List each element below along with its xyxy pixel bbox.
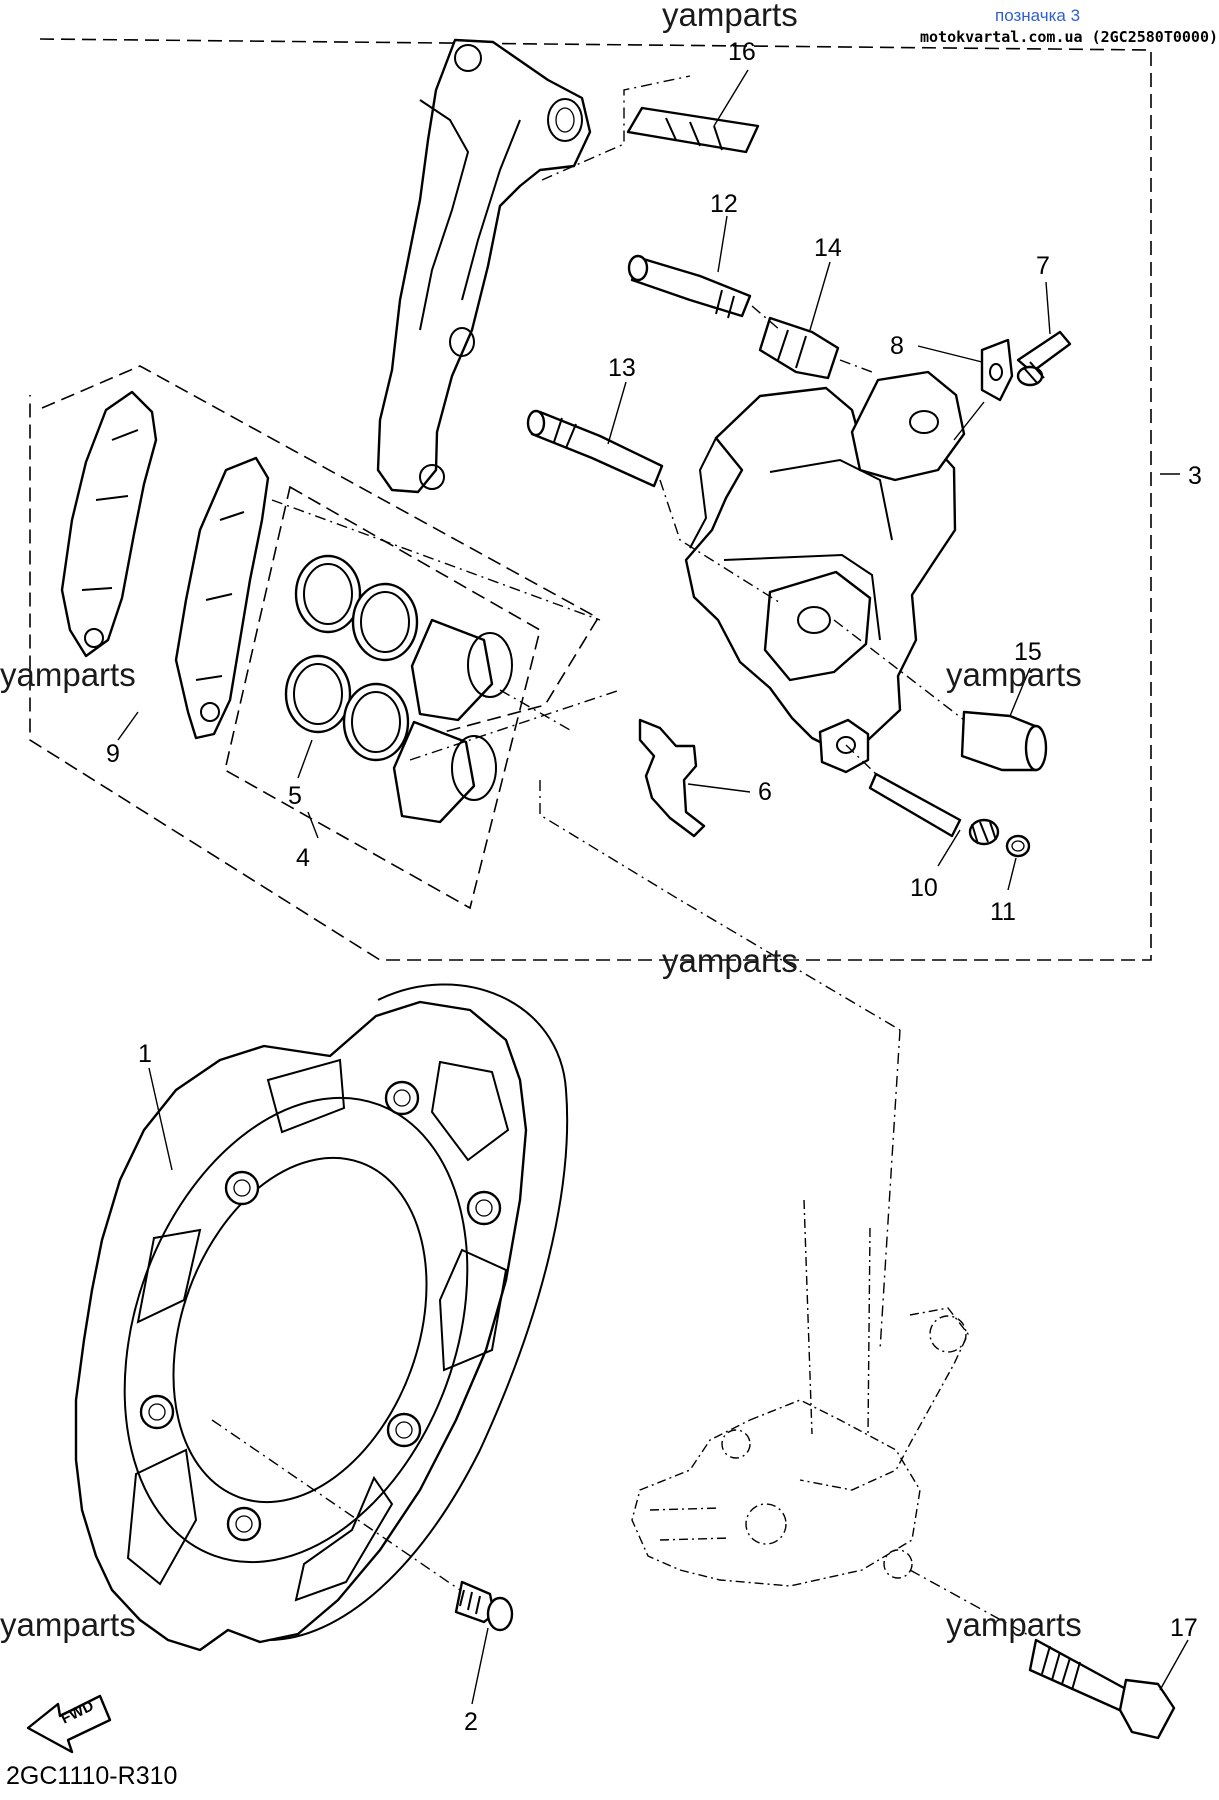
pin-boot-14 — [758, 316, 840, 380]
leader-caliper-to-fork — [539, 780, 901, 1031]
watermark: yamparts — [0, 656, 136, 693]
disc-bolt — [454, 1580, 514, 1632]
callout-13: 13 — [608, 354, 636, 382]
fork-leg-phantom — [631, 1199, 969, 1587]
leader-2 — [471, 1627, 489, 1705]
seal-kit-boundary — [224, 485, 541, 910]
callout-10: 10 — [910, 874, 938, 902]
leader-4 — [307, 811, 319, 839]
callout-17: 17 — [1170, 1614, 1198, 1642]
forward-arrow-icon: FWD — [26, 1694, 112, 1754]
leader-pin10 — [845, 744, 877, 775]
leader-10 — [937, 829, 961, 867]
leader-bolt15 — [833, 619, 965, 721]
caliper-pin-13 — [526, 409, 664, 488]
pin-clip-11 — [1005, 834, 1031, 858]
leader-fork — [879, 1029, 1031, 1637]
callout-3: 3 — [1188, 462, 1202, 490]
watermark: yamparts — [662, 942, 798, 979]
callout-8: 8 — [890, 332, 904, 360]
callout-7: 7 — [1036, 252, 1050, 280]
leader-pistons — [499, 689, 571, 731]
callout-1: 1 — [138, 1040, 152, 1068]
leader-pin13 — [659, 479, 783, 605]
diagram-code: 2GC1110-R310 — [6, 1762, 177, 1790]
piston-seal-set — [284, 554, 419, 762]
caliper-bracket — [376, 38, 592, 494]
leader-13 — [607, 381, 627, 445]
leader-disc-bolt — [211, 1419, 461, 1591]
leader-14 — [809, 261, 831, 331]
leader-pin12 — [751, 305, 873, 373]
callout-9: 9 — [106, 740, 120, 768]
caliper-pin-12 — [627, 254, 752, 319]
leader-16 — [713, 69, 749, 127]
leader-11 — [1007, 857, 1017, 891]
callout-4: 4 — [296, 844, 310, 872]
callout-16: 16 — [728, 38, 756, 66]
caliper-body — [684, 370, 966, 774]
bleed-cap — [980, 338, 1014, 402]
bleed-screw — [1016, 330, 1072, 387]
brake-disc — [74, 983, 569, 1652]
leader-5 — [297, 739, 313, 779]
pad-group-boundary — [41, 365, 600, 738]
axle-bolt — [1028, 1638, 1176, 1740]
pad-pin-10 — [868, 772, 1000, 846]
leader-7 — [1045, 281, 1051, 335]
leader-17 — [1159, 1639, 1189, 1691]
leader-12 — [717, 215, 728, 273]
callout-15: 15 — [1014, 638, 1042, 666]
leader-6 — [687, 783, 751, 793]
leader-pads — [271, 499, 621, 761]
leader-16-bracket — [541, 75, 691, 181]
callout-2: 2 — [464, 1708, 478, 1736]
callout-14: 14 — [814, 234, 842, 262]
brake-pad-inner — [60, 390, 158, 658]
header-subtitle: motokvartal.com.ua (2GC2580T0000) — [920, 28, 1218, 46]
caliper-bolt-15 — [960, 710, 1048, 772]
caliper-assembly-boundary — [29, 38, 1152, 961]
leader-8 — [917, 345, 985, 441]
watermark: yamparts — [662, 0, 798, 33]
leader-15 — [1009, 667, 1031, 717]
watermark: yamparts — [946, 656, 1082, 693]
callout-12: 12 — [710, 190, 738, 218]
watermark: yamparts — [0, 1606, 136, 1643]
callout-6: 6 — [758, 778, 772, 806]
pad-support-6 — [638, 718, 706, 838]
callout-11: 11 — [990, 898, 1016, 926]
leader-9 — [117, 711, 139, 741]
brake-pad-outer — [174, 456, 270, 740]
pad-spring-top — [626, 106, 760, 154]
callout-5: 5 — [288, 782, 302, 810]
leader-1 — [148, 1067, 173, 1171]
header-title: позначка 3 — [995, 6, 1080, 25]
piston-set — [392, 618, 513, 824]
watermark: yamparts — [946, 1606, 1082, 1643]
